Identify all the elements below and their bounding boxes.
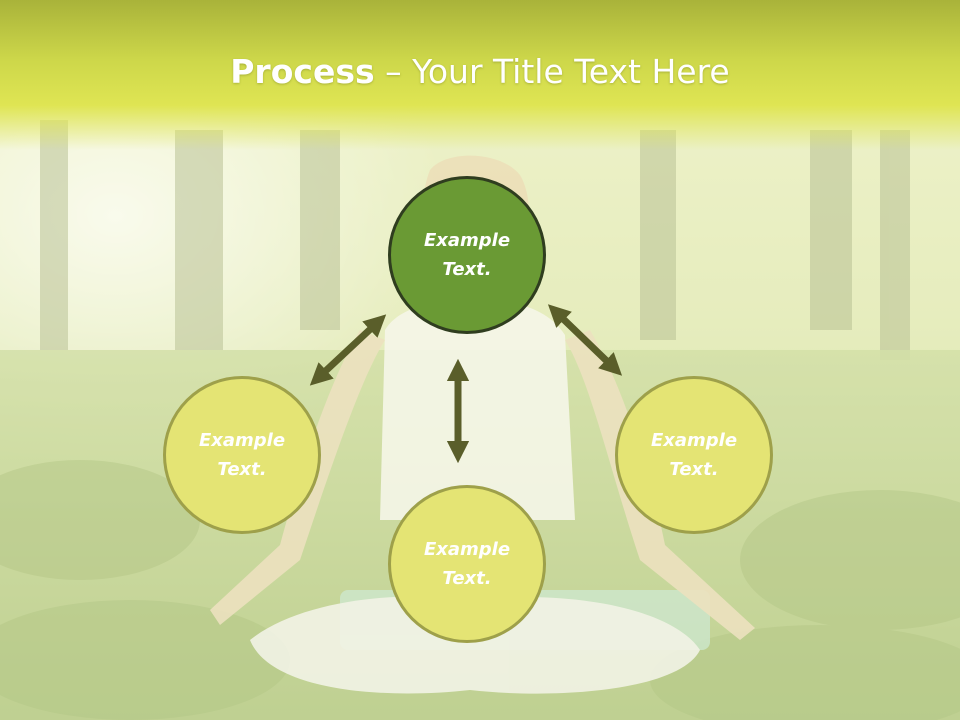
node-bottom: Example Text. — [388, 485, 546, 643]
slide-title-bold: Process — [230, 52, 375, 91]
node-left-text: Example Text. — [198, 430, 286, 480]
slide-title-rest: – Your Title Text Here — [374, 52, 730, 91]
node-right-text: Example Text. — [650, 430, 738, 480]
node-right: Example Text. — [615, 376, 773, 534]
node-top: Example Text. — [388, 176, 546, 334]
slide-title: Process – Your Title Text Here — [0, 52, 960, 91]
node-left: Example Text. — [163, 376, 321, 534]
arrow-top-right — [547, 304, 623, 376]
node-bottom-text: Example Text. — [423, 539, 511, 589]
title-band — [0, 0, 960, 150]
arrow-top-left — [309, 314, 387, 386]
node-top-text: Example Text. — [423, 230, 511, 280]
